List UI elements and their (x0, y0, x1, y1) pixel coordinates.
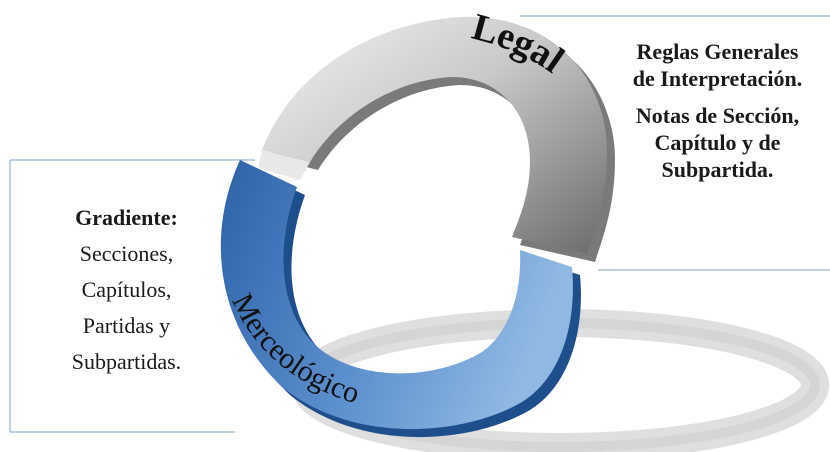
left-connector-line (9, 160, 235, 433)
merceologico-description-line: Partidas y (82, 313, 171, 338)
legal-description: Reglas Generales de Interpretación. Nota… (610, 38, 825, 183)
legal-description-line: Subpartida. (661, 157, 774, 182)
legal-description-line: Reglas Generales (636, 39, 799, 64)
merceologico-description-title: Gradiente: (75, 205, 178, 230)
merceologico-description: Gradiente: Secciones, Capítulos, Partida… (44, 200, 209, 380)
merceologico-description-line: Subpartidas. (71, 349, 182, 374)
legal-description-line: Notas de Sección, (635, 103, 800, 128)
legal-description-line: Capítulo y de (654, 130, 781, 155)
merceologico-description-line: Capítulos, (81, 277, 172, 302)
merceologico-arc (220, 160, 581, 438)
legal-arc (258, 16, 615, 263)
legal-description-line: de Interpretación. (632, 66, 803, 91)
merceologico-description-line: Secciones, (79, 241, 174, 266)
